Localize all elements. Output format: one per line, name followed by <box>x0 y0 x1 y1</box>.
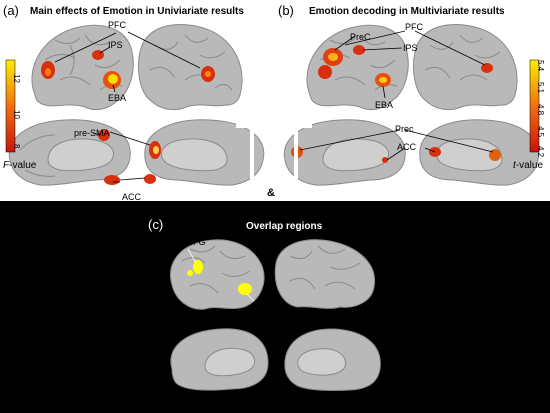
activation-ips-b <box>353 45 365 55</box>
region-label-prec-lat-b: PreC <box>350 32 371 42</box>
region-label-acc-a: ACC <box>122 192 142 202</box>
panel-a-label: (a) <box>3 3 19 18</box>
colorbar-a-tick-low: 8 <box>12 144 21 149</box>
colorbar-b-axis-label: t-value <box>513 160 544 171</box>
panel-c-label: (c) <box>148 217 164 232</box>
panel-b-label: (b) <box>278 3 294 18</box>
region-label-ips-b: IPS <box>403 43 418 53</box>
colorbar-a-tick-mid: 10 <box>12 110 21 119</box>
brain-medial-left-b <box>283 119 406 186</box>
activation-acc-right-a <box>144 174 156 184</box>
colorbar-a-axis-label: F-value <box>3 160 37 171</box>
activation-mfg-ifg-c <box>193 260 203 274</box>
region-label-pfc-b: PFC <box>405 22 424 32</box>
region-label-eba-b: EBA <box>375 100 393 110</box>
region-label-mfg-ifg-c: MFG/IFG <box>168 237 206 247</box>
panel-a-title: Main effects of Emotion in Univiariate r… <box>30 6 244 17</box>
region-label-eba-c: EBA <box>254 305 272 315</box>
brain-lateral-left-c <box>170 239 265 310</box>
activation-pfc-right-b <box>481 63 493 73</box>
region-label-presma-a: pre-SMA <box>74 128 110 138</box>
colorbar-a-tick-high: 12 <box>12 74 21 83</box>
brain-lateral-right-c <box>274 239 376 309</box>
panel-c-overlap: (c) Overlap regions MFG/IFG EBA <box>0 201 550 413</box>
brain-medial-left-c <box>170 328 269 391</box>
panel-b-brains: PreC PFC IPS EBA Prec ACC <box>283 22 540 186</box>
panel-b-title: Emotion decoding in Multiviariate result… <box>309 6 505 17</box>
colorbar-b-tick-1: 5.4 <box>536 60 545 72</box>
colorbar-b-tick-3: 4.8 <box>536 104 545 116</box>
panel-a-brains: PFC IPS EBA pre-SMA ACC <box>5 20 265 202</box>
colorbar-b-tick-2: 5.1 <box>536 82 545 94</box>
panel-b-leader-lines <box>299 30 494 161</box>
activation-acc-a <box>104 175 120 185</box>
panel-c-leader-lines <box>187 248 255 302</box>
colorbar-b <box>529 59 540 153</box>
colorbar-b-tick-5: 4.2 <box>536 146 545 158</box>
brain-medial-right <box>144 119 265 186</box>
panel-a-univariate: (a) Main effects of Emotion in Univiaria… <box>0 0 275 202</box>
connector-ampersand: & <box>267 187 275 199</box>
activation-eba-c <box>238 283 252 295</box>
activation-presma-a <box>98 129 110 141</box>
brain-medial-right-c <box>284 328 381 391</box>
region-label-ips-a: IPS <box>108 40 123 50</box>
activation-prec-med-b <box>291 146 303 158</box>
panel-a-leader-lines <box>54 31 201 183</box>
panel-c-title: Overlap regions <box>246 221 323 232</box>
region-label-eba-a: EBA <box>108 93 126 103</box>
brain-medial-right-b <box>419 119 540 186</box>
region-label-prec-med-b: Prec <box>395 124 414 134</box>
brain-lateral-left-b <box>306 24 409 111</box>
brain-medial-left <box>8 119 131 186</box>
colorbar-b-tick-4: 4.5 <box>536 126 545 138</box>
colorbar-a <box>5 59 16 153</box>
region-label-pfc-a: PFC <box>108 20 127 30</box>
panel-c-brains: MFG/IFG EBA <box>168 237 381 391</box>
region-label-acc-b: ACC <box>397 142 417 152</box>
panel-b-multivariate: (b) Emotion decoding in Multiviariate re… <box>275 0 550 201</box>
brain-lateral-right <box>137 24 243 111</box>
brain-lateral-right-b <box>412 24 518 111</box>
